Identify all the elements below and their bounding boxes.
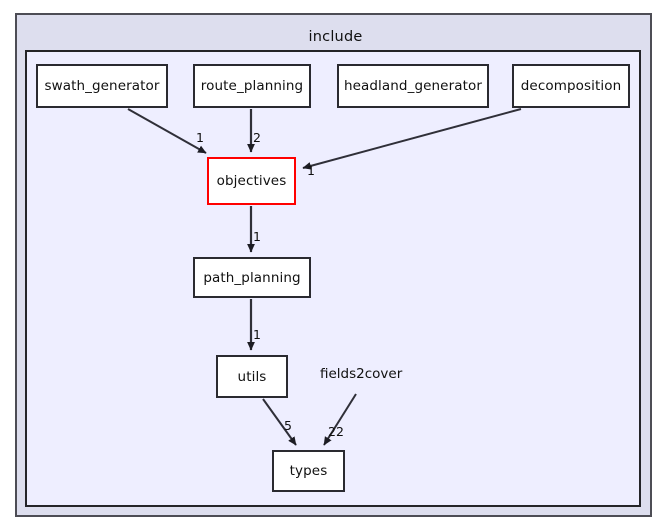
edge-label-objectives-path_planning: 1 <box>253 229 261 244</box>
node-label: route_planning <box>200 78 304 94</box>
node-label: path_planning <box>203 269 301 286</box>
node-label: types <box>289 463 328 479</box>
node-label: decomposition <box>520 78 622 94</box>
cluster-title: include <box>308 29 363 45</box>
node-swath-generator[interactable]: swath_generator <box>36 64 168 108</box>
node-utils[interactable]: utils <box>216 355 288 398</box>
edge-label-fields2cover-types: 22 <box>328 424 344 439</box>
edge-label-path_planning-utils: 1 <box>253 327 261 342</box>
edge-label-swath_generator-objectives: 1 <box>196 130 204 145</box>
node-headland-generator[interactable]: headland_generator <box>337 64 489 108</box>
node-fields2cover-label[interactable]: fields2cover <box>320 366 403 382</box>
node-objectives[interactable]: objectives <box>207 157 296 205</box>
node-label: swath_generator <box>44 78 160 94</box>
node-label: utils <box>237 368 267 385</box>
node-path-planning[interactable]: path_planning <box>193 257 311 298</box>
node-route-planning[interactable]: route_planning <box>193 64 311 108</box>
node-label: objectives <box>216 173 287 189</box>
edge-label-utils-types: 5 <box>284 418 292 433</box>
node-decomposition[interactable]: decomposition <box>512 64 630 108</box>
node-label: headland_generator <box>343 78 483 94</box>
edge-label-decomposition-objectives: 1 <box>307 163 315 178</box>
edge-label-route_planning-objectives: 2 <box>253 130 261 145</box>
node-types[interactable]: types <box>272 450 345 492</box>
